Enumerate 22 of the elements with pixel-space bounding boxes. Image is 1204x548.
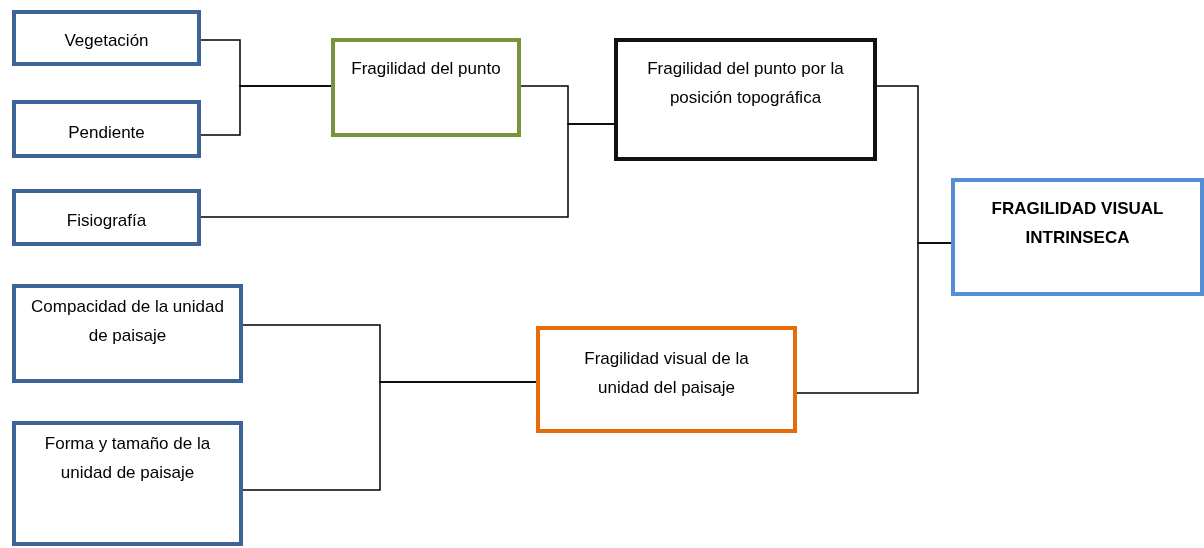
box-label: FRAGILIDAD VISUAL INTRINSECA: [990, 198, 1165, 249]
box-label: Vegetación: [64, 30, 149, 52]
box-label: Fragilidad del punto por la posición topográfica: [646, 58, 845, 109]
process-box: [331, 38, 521, 137]
connector-line: [200, 85, 332, 136]
box-label: Forma y tamaño de la unidad de paisaje: [43, 433, 212, 484]
box-label: Pendiente: [68, 122, 145, 144]
box-label: Fisiografía: [66, 210, 147, 232]
process-box: [12, 421, 243, 546]
process-box: [536, 326, 797, 433]
box-label: Fragilidad del punto: [351, 58, 501, 80]
process-box: [951, 178, 1204, 296]
connector-line: [796, 242, 952, 394]
box-label: Fragilidad visual de la unidad del paisaje: [583, 348, 750, 399]
process-box: [12, 100, 201, 158]
connector-line: [200, 123, 615, 218]
process-box: [12, 284, 243, 383]
box-label: Compacidad de la unidad de paisaje: [30, 296, 225, 347]
process-box: [12, 10, 201, 66]
process-box: [12, 189, 201, 246]
connector-line: [242, 381, 537, 491]
process-box: [614, 38, 877, 161]
